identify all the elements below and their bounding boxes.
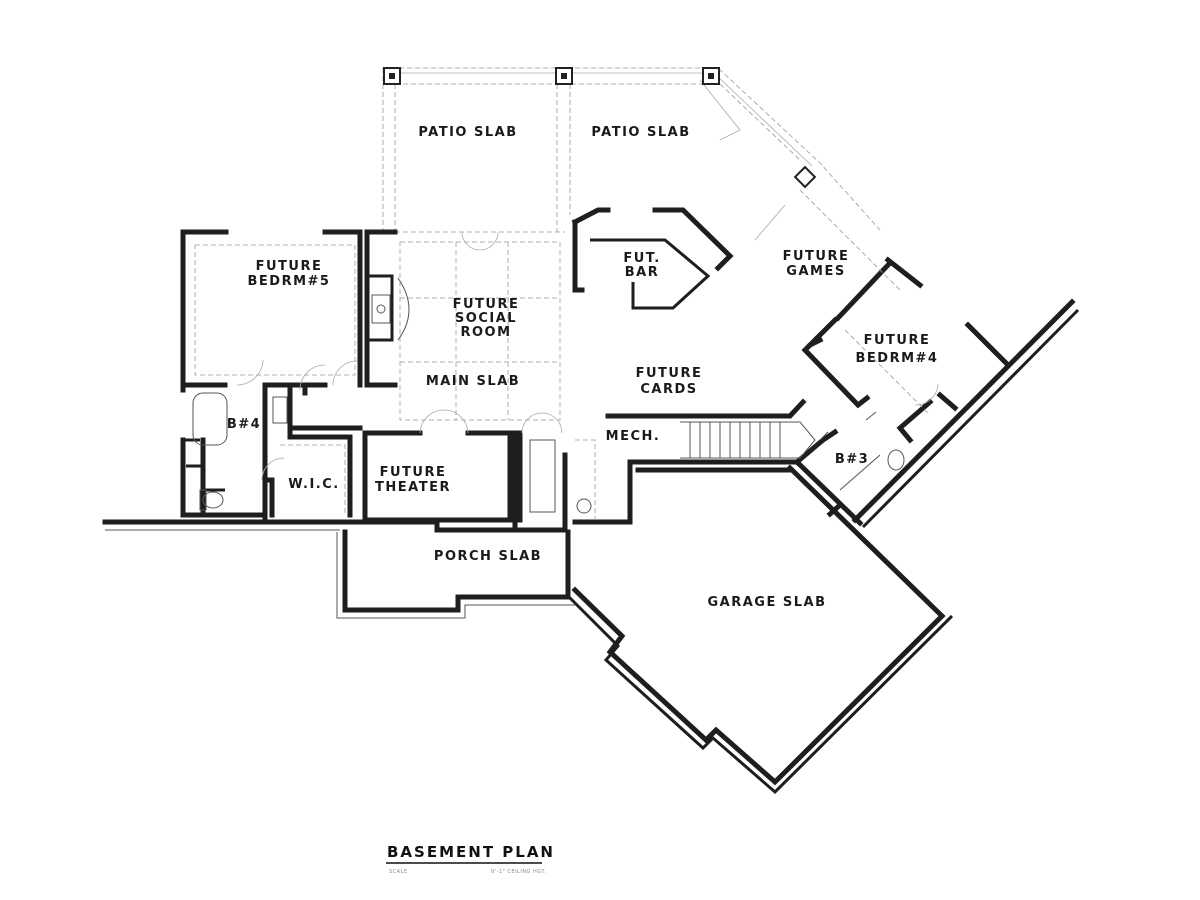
label-fut-bar-1: FUT. xyxy=(623,251,660,266)
patio-posts xyxy=(383,67,817,189)
label-future-theater-1: FUTURE xyxy=(380,465,447,480)
door-swings xyxy=(236,204,939,481)
plan-title: BASEMENT PLAN xyxy=(387,843,555,861)
label-main-slab: MAIN SLAB xyxy=(426,374,520,389)
label-future-cards-1: FUTURE xyxy=(636,366,703,381)
ceiling-height-caption: 9'-1" CEILING HGT. xyxy=(491,869,547,875)
plan-title-block: BASEMENT PLAN SCALE 9'-1" CEILING HGT. xyxy=(386,843,555,875)
label-future-cards-2: CARDS xyxy=(640,382,697,397)
bath-fixtures xyxy=(192,392,905,514)
label-fut-bar-2: BAR xyxy=(625,265,659,280)
label-future-games-1: FUTURE xyxy=(783,249,850,264)
label-future-bedrm4-2: BEDRM#4 xyxy=(856,351,939,366)
label-future-bedrm5-1: FUTURE xyxy=(256,259,323,274)
label-future-social-1: FUTURE xyxy=(453,297,520,312)
walls xyxy=(102,207,1080,795)
label-mech: MECH. xyxy=(606,429,661,444)
label-future-games-2: GAMES xyxy=(786,264,845,279)
fireplace xyxy=(371,277,410,341)
label-porch-slab: PORCH SLAB xyxy=(434,549,542,564)
label-future-bedrm5-2: BEDRM#5 xyxy=(248,274,331,289)
main-slab-grid xyxy=(194,189,931,520)
room-labels: PATIO SLAB PATIO SLAB FUT. BAR FUTURE GA… xyxy=(227,125,939,610)
label-future-social-2: SOCIAL xyxy=(455,311,517,326)
scale-caption: SCALE xyxy=(389,869,408,875)
stairs xyxy=(680,421,816,459)
label-future-theater-2: THEATER xyxy=(375,480,451,495)
label-future-bedrm4-1: FUTURE xyxy=(864,333,931,348)
label-wic: W.I.C. xyxy=(288,477,339,492)
label-bath-3: B#3 xyxy=(835,452,869,467)
label-patio-slab-2: PATIO SLAB xyxy=(591,125,690,140)
label-future-social-3: ROOM xyxy=(460,325,511,340)
patio-slab-outline xyxy=(382,67,881,233)
label-patio-slab-1: PATIO SLAB xyxy=(418,125,517,140)
label-garage-slab: GARAGE SLAB xyxy=(708,595,827,610)
label-bath-4: B#4 xyxy=(227,417,261,432)
